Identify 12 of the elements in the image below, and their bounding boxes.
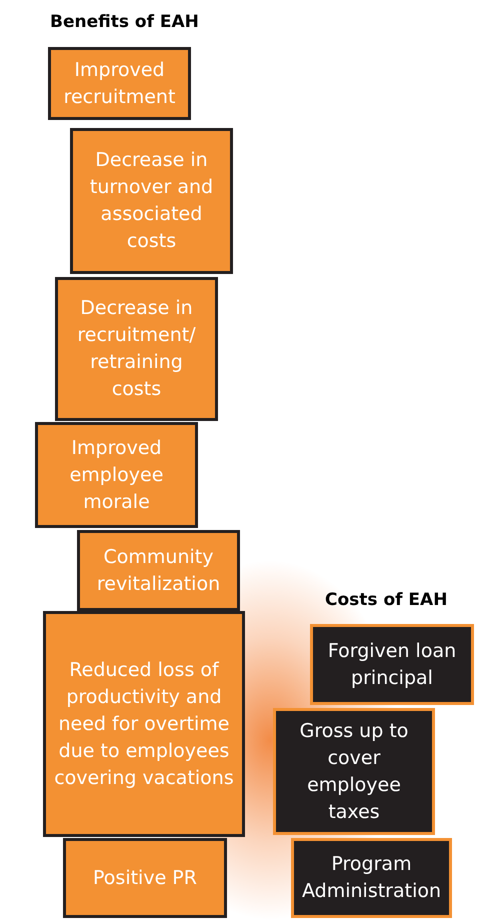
column-heading: Costs of EAH — [325, 590, 448, 610]
benefit-box: Improved employee morale — [35, 422, 198, 528]
benefit-box: Improved recruitment — [48, 47, 191, 120]
column-heading: Benefits of EAH — [50, 12, 199, 32]
benefit-box: Reduced loss of productivity and need for overtime due to employees covering vacations — [43, 611, 245, 837]
benefit-box: Decrease in recruitment/ retraining costs — [55, 277, 218, 421]
cost-box: Gross up to cover employee taxes — [273, 708, 435, 835]
benefit-box: Community revitalization — [77, 530, 240, 611]
cost-box: Program Administration — [291, 838, 452, 918]
benefit-box: Decrease in turnover and associated costs — [70, 128, 233, 274]
benefit-box: Positive PR — [63, 838, 227, 918]
cost-box: Forgiven loan principal — [310, 624, 474, 705]
